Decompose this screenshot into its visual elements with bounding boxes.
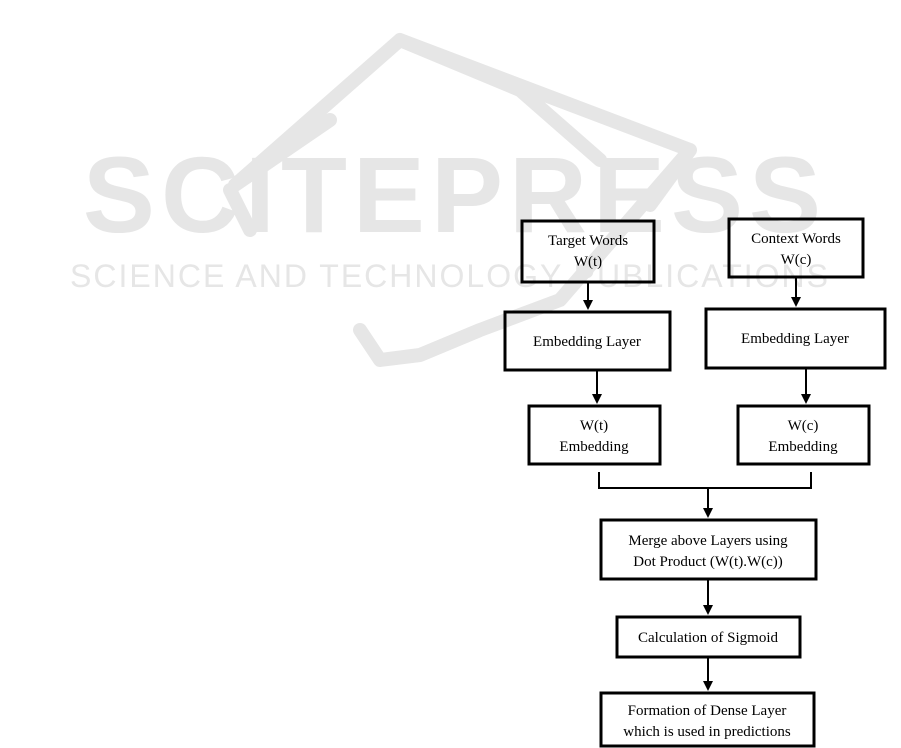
wt-embedding-symbol: W(t) [580,418,608,434]
wc-embedding-box: W(c) Embedding [738,406,869,464]
embedding-layer-context-label: Embedding Layer [741,331,849,347]
target-words-symbol: W(t) [574,254,602,270]
merge-dot-product-label: Dot Product (W(t).W(c)) [633,554,783,570]
embedding-layer-target-box: Embedding Layer [505,312,670,370]
wc-embedding-symbol: W(c) [788,418,819,434]
wt-embedding-box: W(t) Embedding [529,406,660,464]
context-words-label: Context Words [751,231,841,247]
watermark-tagline: SCIENCE AND TECHNOLOGY PUBLICATIONS [70,258,830,294]
wc-embedding-label: Embedding [768,439,838,455]
dense-layer-label: Formation of Dense Layer [628,703,787,719]
embedding-layer-context-box: Embedding Layer [706,309,885,368]
wt-embedding-label: Embedding [559,439,629,455]
sigmoid-box: Calculation of Sigmoid [617,617,800,657]
dense-layer-usage-label: which is used in predictions [623,724,791,740]
merge-bracket-line [599,472,811,488]
merge-layers-label: Merge above Layers using [628,533,788,549]
dense-layer-box: Formation of Dense Layer which is used i… [601,693,814,746]
context-words-symbol: W(c) [781,252,812,268]
sigmoid-label: Calculation of Sigmoid [638,630,778,646]
merge-layers-box: Merge above Layers using Dot Product (W(… [601,520,816,579]
embedding-layer-target-label: Embedding Layer [533,334,641,350]
watermark-logo-text: SCITEPRESS [83,134,827,255]
target-words-label: Target Words [548,233,628,249]
publisher-watermark: SCITEPRESS SCIENCE AND TECHNOLOGY PUBLIC… [70,40,830,360]
